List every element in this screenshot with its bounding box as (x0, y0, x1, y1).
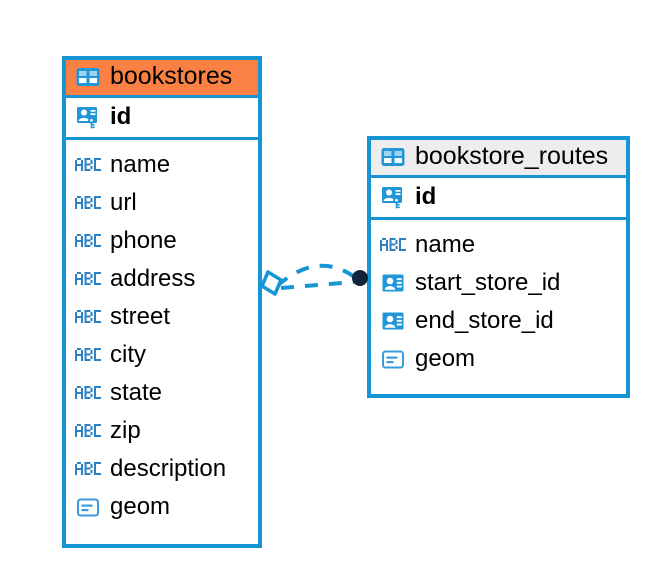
field-row-zip[interactable]: zip (66, 412, 258, 450)
entity-bookstores-fields: name u (66, 140, 258, 533)
abc-text-icon (75, 228, 101, 254)
field-label-geom: geom (110, 492, 171, 520)
field-row-id[interactable]: id (371, 177, 626, 220)
field-label-end-store-id: end_store_id (415, 306, 554, 334)
foreign-key-icon (380, 270, 406, 296)
field-row-address[interactable]: address (66, 260, 258, 298)
foreign-key-icon (380, 308, 406, 334)
abc-text-icon (75, 456, 101, 482)
entity-bookstores-header[interactable]: bookstores (66, 60, 258, 98)
field-label-phone: phone (110, 226, 177, 254)
relationship-line-lower (280, 280, 355, 290)
field-label-start-store-id: start_store_id (415, 268, 561, 296)
field-label-state: state (110, 378, 163, 406)
field-row-state[interactable]: state (66, 374, 258, 412)
field-label-id: id (415, 182, 437, 210)
field-label-geom: geom (415, 344, 476, 372)
field-row-name[interactable]: name (66, 146, 258, 184)
entity-bookstore-routes-header[interactable]: bookstore_routes (371, 140, 626, 178)
primary-key-icon (75, 104, 101, 130)
abc-text-icon (75, 152, 101, 178)
abc-text-icon (75, 380, 101, 406)
abc-text-icon (75, 190, 101, 216)
table-icon (75, 64, 101, 90)
field-label-id: id (110, 102, 132, 130)
entity-bookstores[interactable]: bookstores id (62, 56, 262, 548)
filled-circle-marker[interactable] (352, 270, 368, 286)
abc-text-icon (75, 266, 101, 292)
field-row-id[interactable]: id (66, 97, 258, 140)
geometry-icon (75, 494, 101, 520)
field-label-street: street (110, 302, 171, 330)
abc-text-icon (380, 232, 406, 258)
field-row-city[interactable]: city (66, 336, 258, 374)
field-row-end-store-id[interactable]: end_store_id (371, 302, 626, 340)
entity-bookstore-routes-fields: name start_store_id (371, 220, 626, 385)
relationship-line-upper (275, 263, 358, 288)
field-row-street[interactable]: street (66, 298, 258, 336)
field-row-name[interactable]: name (371, 226, 626, 264)
field-row-url[interactable]: url (66, 184, 258, 222)
field-label-name: name (415, 230, 476, 258)
field-row-start-store-id[interactable]: start_store_id (371, 264, 626, 302)
abc-text-icon (75, 418, 101, 444)
field-label-city: city (110, 340, 146, 368)
field-label-zip: zip (110, 416, 141, 444)
field-label-description: description (110, 454, 227, 482)
geometry-icon (380, 346, 406, 372)
entity-bookstores-title: bookstores (110, 62, 233, 90)
entity-bookstore-routes[interactable]: bookstore_routes id (367, 136, 630, 398)
primary-key-icon (380, 184, 406, 210)
field-row-geom[interactable]: geom (371, 340, 626, 378)
field-label-address: address (110, 264, 196, 292)
field-label-name: name (110, 150, 171, 178)
abc-text-icon (75, 304, 101, 330)
table-icon (380, 144, 406, 170)
field-label-url: url (110, 188, 137, 216)
abc-text-icon (75, 342, 101, 368)
diamond-marker[interactable] (260, 270, 283, 296)
field-row-geom[interactable]: geom (66, 488, 258, 526)
field-row-description[interactable]: description (66, 450, 258, 488)
field-row-phone[interactable]: phone (66, 222, 258, 260)
entity-bookstore-routes-title: bookstore_routes (415, 142, 609, 170)
